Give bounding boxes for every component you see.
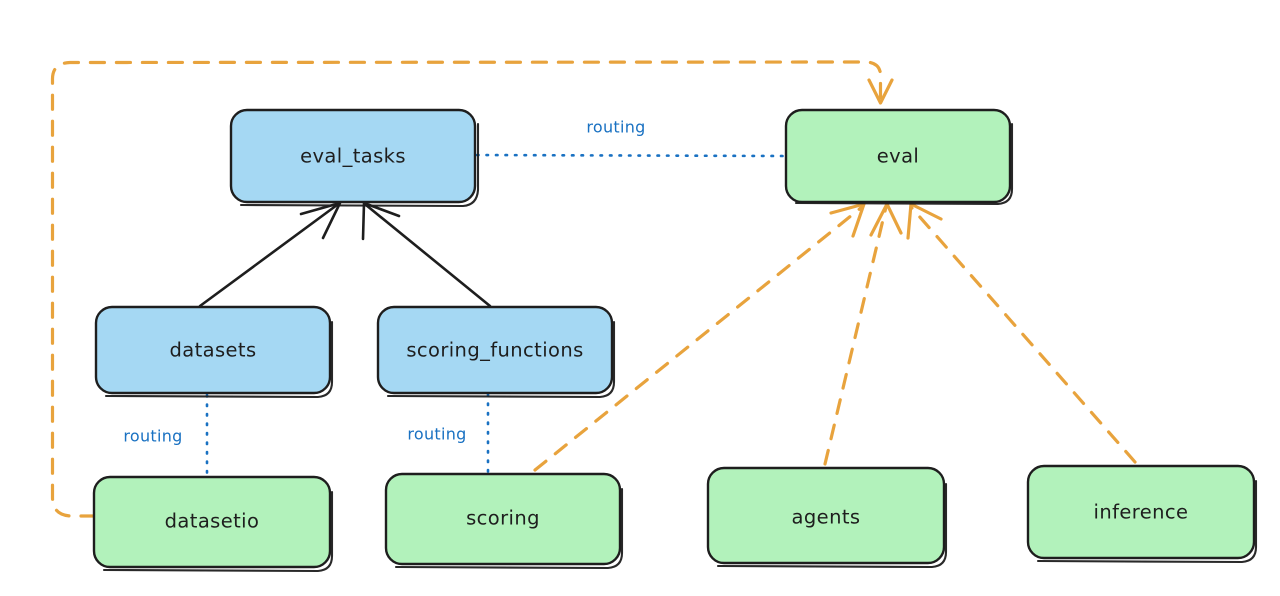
- node-datasetio-shadow: [102, 490, 334, 573]
- node-eval_tasks[interactable]: eval_tasks: [229, 108, 480, 208]
- node-datasetio-label: datasetio: [165, 510, 260, 533]
- node-datasets[interactable]: datasets: [94, 305, 334, 399]
- node-datasets-box[interactable]: [94, 305, 332, 395]
- edge-label-routing-eval_tasks: routing: [586, 118, 645, 137]
- node-scoring-shadow: [394, 487, 624, 570]
- node-eval_tasks-shadow: [239, 122, 480, 208]
- node-eval-shadow: [794, 122, 1014, 206]
- node-datasetio[interactable]: datasetio: [92, 475, 334, 573]
- node-datasetio-box[interactable]: [92, 475, 332, 569]
- edge-path-agents-eval: [823, 205, 888, 466]
- edge-datasetio-to-eval: [50, 60, 894, 518]
- node-scoring_functions[interactable]: scoring_functions: [376, 305, 616, 399]
- edge-path-scoring-eval: [533, 205, 864, 472]
- edge-path-scoring_functions-eval_tasks: [364, 203, 492, 308]
- edge-datasets-to-eval_tasks: [198, 201, 342, 308]
- node-agents-box[interactable]: [706, 466, 946, 565]
- node-scoring_functions-shadow: [386, 320, 616, 399]
- node-scoring_functions-label: scoring_functions: [406, 339, 583, 362]
- node-eval[interactable]: eval: [784, 108, 1014, 206]
- node-scoring-label: scoring: [466, 507, 540, 530]
- node-inference-label: inference: [1094, 501, 1189, 524]
- arrowhead-datasetio-eval: [867, 78, 894, 105]
- edge-label-routing-scoring_functions: routing: [407, 425, 466, 444]
- node-inference-box[interactable]: [1026, 464, 1256, 560]
- edge-label-routing-datasets: routing: [123, 427, 182, 446]
- node-datasets-shadow: [104, 320, 334, 399]
- node-scoring-box[interactable]: [384, 472, 622, 566]
- node-eval-label: eval: [877, 145, 920, 168]
- node-agents-label: agents: [792, 506, 861, 529]
- node-agents[interactable]: agents: [706, 466, 948, 569]
- edge-inference-to-eval: [906, 202, 1137, 464]
- node-scoring[interactable]: scoring: [384, 472, 624, 570]
- arrowhead-agents-eval: [869, 202, 903, 237]
- node-agents-shadow: [716, 482, 948, 569]
- node-scoring_functions-box[interactable]: [376, 305, 614, 395]
- node-datasets-label: datasets: [169, 339, 256, 362]
- edge-agents-to-eval: [823, 202, 903, 466]
- node-eval_tasks-box[interactable]: [229, 108, 477, 204]
- edge-eval_tasks-to-eval: [475, 153, 787, 158]
- edge-path-eval_tasks-eval: [475, 153, 787, 158]
- edge-scoring_functions-to-eval_tasks: [361, 201, 492, 308]
- edge-path-datasets-eval_tasks: [198, 203, 339, 308]
- node-inference[interactable]: inference: [1026, 464, 1258, 564]
- edge-path-inference-eval: [909, 205, 1137, 464]
- node-eval-box[interactable]: [784, 108, 1012, 204]
- node-inference-shadow: [1036, 479, 1258, 564]
- node-eval_tasks-label: eval_tasks: [300, 145, 406, 168]
- edge-path-datasetio-eval: [50, 60, 883, 518]
